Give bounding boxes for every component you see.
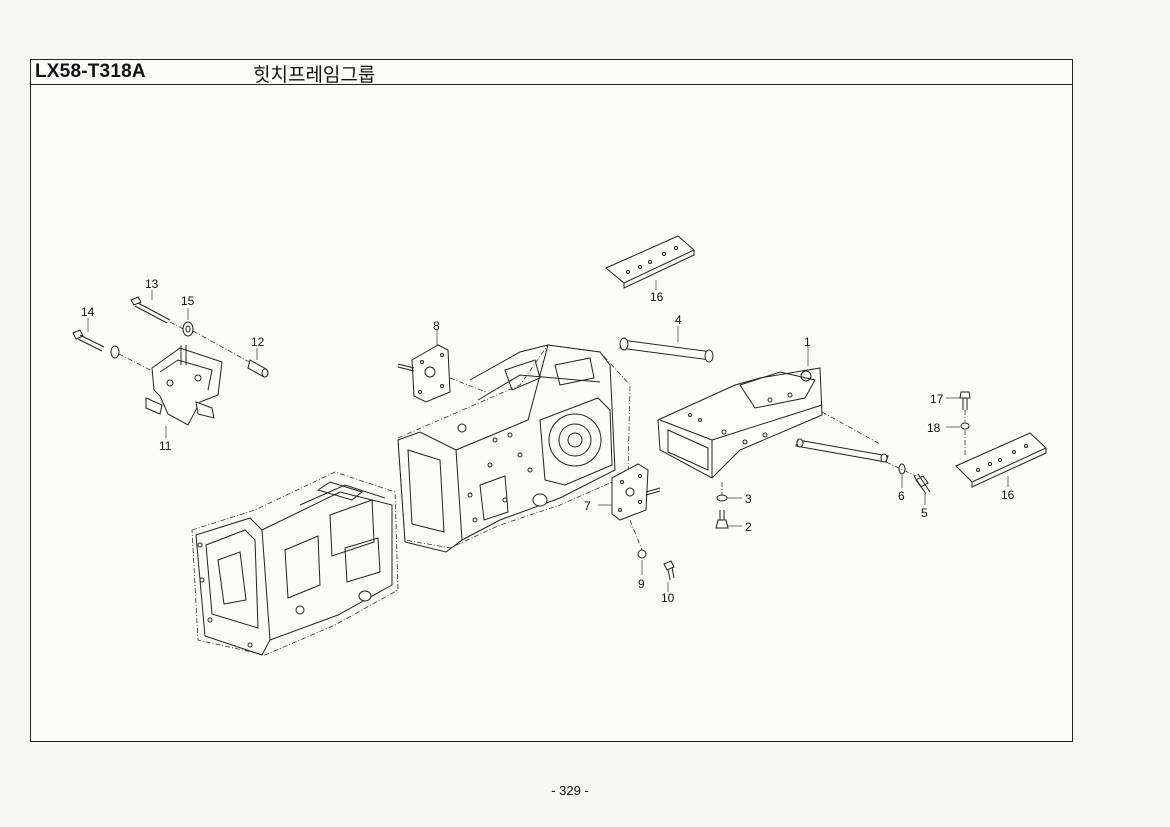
transmission-case <box>397 344 631 553</box>
washer-15 <box>182 321 194 337</box>
callout-16-right: 16 <box>1001 488 1015 502</box>
plate-8 <box>397 330 487 403</box>
callout-8: 8 <box>433 319 440 333</box>
callout-2: 2 <box>745 520 752 534</box>
washer-9 <box>637 549 647 559</box>
bolt-2 <box>715 510 729 529</box>
rod-4 <box>619 326 714 363</box>
pin-12 <box>247 359 269 378</box>
washer-6 <box>898 463 906 475</box>
callout-7: 7 <box>584 499 591 513</box>
callout-18: 18 <box>927 421 941 435</box>
callout-5: 5 <box>921 506 928 520</box>
callout-15: 15 <box>181 294 195 308</box>
front-housing <box>191 471 399 656</box>
group-name: 힛치프레임그룹 <box>253 64 376 86</box>
bolt-5 <box>913 473 931 495</box>
callout-14: 14 <box>81 305 95 319</box>
callout-4: 4 <box>675 313 682 327</box>
callout-9: 9 <box>638 577 645 591</box>
callout-1: 1 <box>804 335 811 349</box>
title-bar: LX58-T318A 힛치프레임그룹 <box>31 60 1072 86</box>
page-number: - 329 - <box>551 783 589 798</box>
bolt-13 <box>130 296 186 331</box>
plate-16-top <box>605 235 695 290</box>
callout-13: 13 <box>145 277 159 291</box>
hitch-frame-1 <box>657 346 823 495</box>
bolt-14 <box>72 329 105 352</box>
bracket-assembly <box>72 290 269 438</box>
callout-6: 6 <box>898 489 905 503</box>
bolt-10 <box>663 560 675 581</box>
callout-17: 17 <box>930 392 944 406</box>
bracket-11 <box>145 345 223 426</box>
stay-bar <box>795 411 889 463</box>
callout-10: 10 <box>661 591 675 605</box>
plate-16-right <box>955 432 1047 488</box>
washer-14 <box>110 345 120 359</box>
callout-16-top: 16 <box>650 290 664 304</box>
washer-18 <box>960 422 970 430</box>
washer-3 <box>716 494 728 502</box>
callout-12: 12 <box>251 335 265 349</box>
callout-3: 3 <box>745 492 752 506</box>
bolt-17 <box>959 391 971 410</box>
callout-11: 11 <box>159 439 172 453</box>
part-code: LX58-T318A <box>35 61 146 82</box>
plate-7 <box>598 463 661 551</box>
